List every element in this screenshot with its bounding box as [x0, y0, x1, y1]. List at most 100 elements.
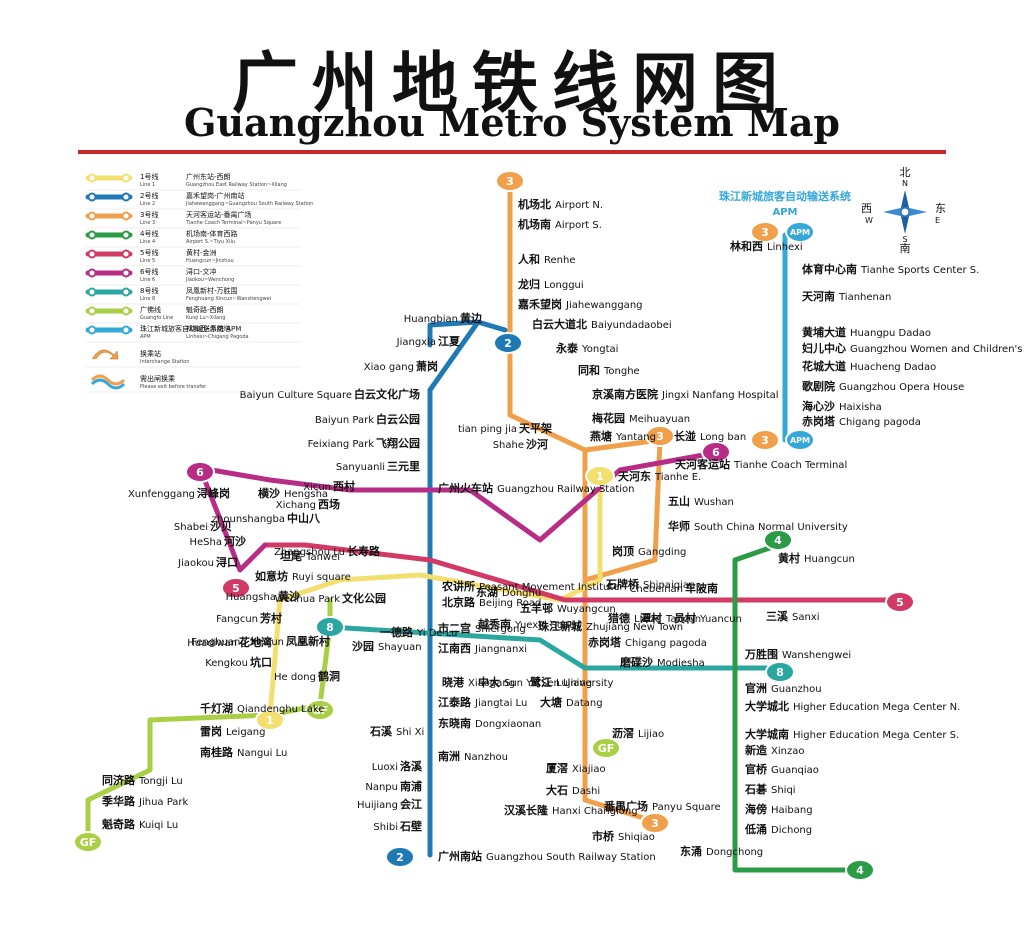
- station-name-cn: 广州火车站: [438, 481, 493, 495]
- station-name-cn: 永泰: [555, 341, 579, 355]
- station-name-en: Leigang: [226, 727, 266, 738]
- legend-dot: [87, 230, 97, 240]
- station-name-en: Jingxi Nanfang Hospital: [661, 390, 779, 401]
- station-name-en: Beijing Road: [479, 598, 541, 609]
- station-name-cn: 同济路: [102, 773, 136, 787]
- station-name-en: Xiao gang: [364, 362, 414, 373]
- legend-desc-cn: 广州东站-西朗: [186, 172, 231, 181]
- legend-en: Line 2: [140, 201, 155, 207]
- station-name-cn: 黄沙: [278, 589, 300, 603]
- station-name-cn: 白云大道北: [532, 317, 587, 331]
- line-1: [267, 467, 603, 718]
- station-name-cn: 沙贝: [210, 520, 232, 533]
- compass-east: E: [935, 216, 940, 225]
- badge-label: 1: [596, 470, 604, 483]
- legend-cn: 2号线: [140, 191, 158, 200]
- station-name-cn: 人和: [518, 252, 540, 266]
- station-name-en: Liede: [634, 614, 661, 625]
- station-name-en: Huacheng Dadao: [850, 362, 936, 373]
- station-name-en: Peasant Movement Institute: [479, 582, 619, 593]
- station-name-en: Huijiang: [357, 800, 398, 811]
- station-name-en: Xunfenggang: [128, 489, 195, 500]
- compass-north: N: [902, 179, 908, 188]
- station-name-cn: 妇儿中心: [801, 341, 846, 355]
- station-name-en: Shi Xi: [396, 727, 424, 738]
- station-name-cn: 西场: [318, 497, 340, 511]
- station-name-cn: 萧岗: [416, 359, 438, 373]
- station-name-cn: 石壁: [399, 819, 422, 833]
- legend-cn: 广佛线: [140, 305, 161, 314]
- station-wanshengwei: 万胜围 Wanshengwei: [744, 647, 851, 661]
- station-name-en: Guangzhou Railway Station: [497, 484, 635, 495]
- line-3-east: [582, 437, 663, 583]
- line-badge-l1: 1: [585, 465, 615, 487]
- station-name-en: Yuancun: [699, 614, 742, 625]
- compass-north-cn: 北: [900, 166, 911, 179]
- station-name-cn: 鹤洞: [318, 669, 340, 683]
- station-name-cn: 新造: [745, 743, 768, 757]
- compass-south-cn: 南: [900, 242, 911, 255]
- legend-dot: [121, 268, 131, 278]
- badge-label: APM: [790, 228, 810, 237]
- station-name-en: Shibi: [373, 822, 398, 833]
- badge-label: 3: [761, 434, 769, 447]
- station-name-en: Shipaiqiao: [643, 580, 695, 591]
- station-name-en: Gangding: [638, 547, 686, 558]
- station-name-cn: 岗顶: [612, 544, 634, 558]
- station-name-en: Jiangnanxi: [474, 644, 527, 655]
- station-name-cn: 黄边: [460, 311, 483, 325]
- station-name-en: Jiangtai Lu: [474, 698, 527, 709]
- compass-center: [900, 207, 910, 217]
- badge-shape: [585, 465, 615, 487]
- station-name-en: Lujiang: [556, 678, 592, 689]
- station-name-en: Renhe: [544, 255, 575, 266]
- station-name-cn: 坦尾: [280, 549, 302, 563]
- station-name-en: Xichang: [276, 500, 316, 511]
- station-name-en: Linhexi: [767, 242, 803, 253]
- station-name-cn: 万胜围: [744, 647, 778, 661]
- badge-label: 5: [896, 596, 904, 609]
- station-name-cn: 汉溪长隆: [504, 803, 549, 817]
- station-name-cn: 三溪: [766, 609, 789, 623]
- station-name-cn: 魁奇路: [102, 817, 136, 831]
- line-badge-gf: GF: [591, 737, 621, 759]
- line-badge-l3: 3: [750, 221, 780, 243]
- badge-shape: [385, 846, 415, 868]
- station-name-cn: 文化公园: [342, 591, 386, 605]
- badge-shape: [493, 332, 523, 354]
- station-name-en: Longgui: [544, 280, 584, 291]
- station-name-en: Wanshengwei: [782, 650, 851, 661]
- station-name-en: Sanyuanli: [336, 462, 385, 473]
- station-name-cn: 华师: [668, 519, 690, 533]
- station-name-cn: 同和: [578, 363, 600, 377]
- legend-en: APM: [140, 334, 151, 340]
- station-name-en: Tongji Lu: [138, 776, 183, 787]
- map-title-chinese: 广州地铁线网图: [232, 44, 792, 122]
- station-name-cn: 市二宫: [438, 621, 471, 635]
- station-name-cn: 石牌桥: [605, 577, 640, 591]
- line-4: [732, 557, 863, 873]
